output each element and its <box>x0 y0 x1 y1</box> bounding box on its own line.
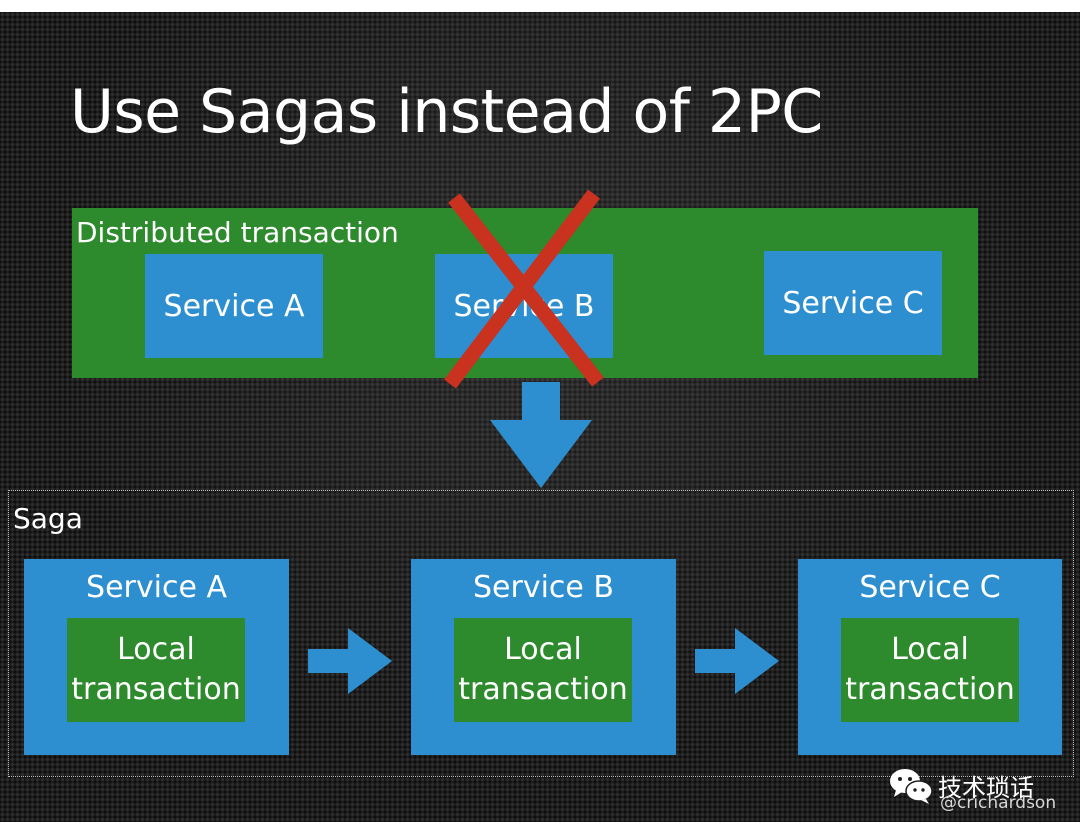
dt-service-a: Service A <box>145 254 323 358</box>
slide: Use Sagas instead of 2PC Distributed tra… <box>0 12 1080 822</box>
cross-mark-icon <box>444 190 604 389</box>
saga-service-c-local-transaction: Local transaction <box>841 618 1019 722</box>
dt-service-c: Service C <box>764 251 942 355</box>
saga-service-c-local-line1: Local <box>891 632 969 667</box>
right-arrow-icon <box>308 628 392 694</box>
dt-service-a-label: Service A <box>163 288 305 324</box>
saga-service-b-label: Service B <box>473 569 614 605</box>
distributed-transaction-label: Distributed transaction <box>76 216 399 249</box>
down-arrow-icon <box>490 382 592 488</box>
wechat-icon <box>890 769 933 804</box>
dt-service-b: Service B <box>435 254 613 358</box>
saga-label: Saga <box>13 502 83 535</box>
watermark-brand: 技术琐话 <box>938 774 1034 802</box>
saga-service-a-local-line2: transaction <box>71 672 241 707</box>
watermark-handle: @crichardson <box>940 793 1057 813</box>
dt-service-c-label: Service C <box>782 285 924 321</box>
saga-service-c-label: Service C <box>859 569 1001 605</box>
saga-service-c-local-line2: transaction <box>845 672 1015 707</box>
saga-service-a-label: Service A <box>86 569 227 605</box>
saga-service-a-local-line1: Local <box>117 632 195 667</box>
right-arrow-icon <box>695 628 779 694</box>
saga-service-b-local-line2: transaction <box>458 672 628 707</box>
saga-service-b-local-transaction: Local transaction <box>454 618 632 722</box>
slide-title: Use Sagas instead of 2PC <box>70 77 823 147</box>
saga-service-a-local-transaction: Local transaction <box>67 618 245 722</box>
saga-box <box>8 490 1074 777</box>
saga-service-b-local-line1: Local <box>504 632 582 667</box>
